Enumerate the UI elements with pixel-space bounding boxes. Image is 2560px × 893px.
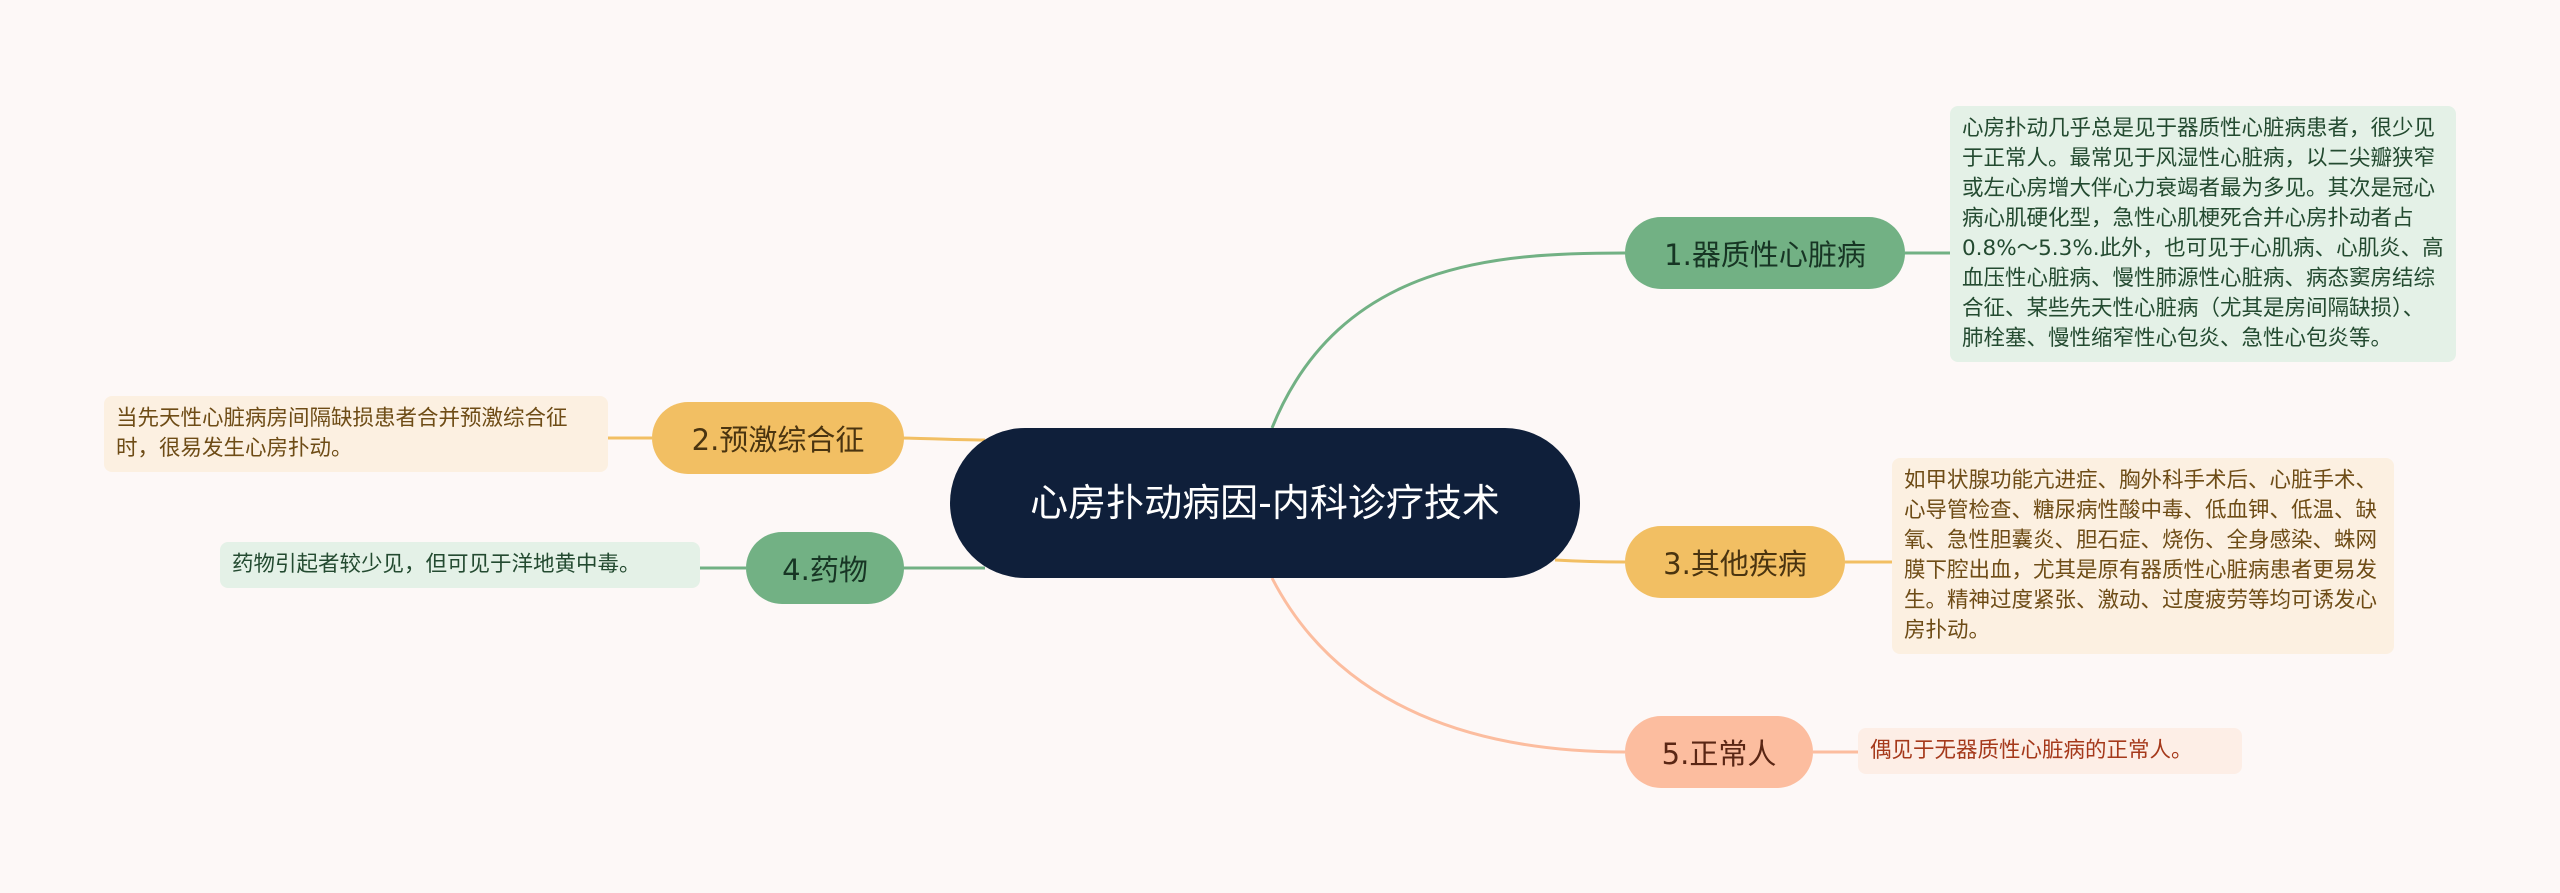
- note-other-diseases: 如甲状腺功能亢进症、胸外科手术后、心脏手术、心导管检查、糖尿病性酸中毒、低血钾、…: [1892, 458, 2394, 654]
- branch-other-diseases[interactable]: 3.其他疾病: [1625, 526, 1845, 598]
- branch-label: 5.正常人: [1661, 737, 1777, 771]
- branch-label: 4.药物: [782, 553, 868, 587]
- branch-drugs[interactable]: 4.药物: [746, 532, 904, 604]
- branch-label: 1.器质性心脏病: [1664, 238, 1866, 272]
- note-drugs: 药物引起者较少见，但可见于洋地黄中毒。: [220, 542, 700, 588]
- branch-label: 3.其他疾病: [1663, 547, 1807, 581]
- branch-normal-people[interactable]: 5.正常人: [1625, 716, 1813, 788]
- connector-root-b3: [1554, 558, 1626, 564]
- note-normal-people: 偶见于无器质性心脏病的正常人。: [1858, 728, 2242, 774]
- branch-preexcitation-syndrome[interactable]: 2.预激综合征: [652, 402, 904, 474]
- note-organic-heart-disease: 心房扑动几乎总是见于器质性心脏病患者，很少见于正常人。最常见于风湿性心脏病，以二…: [1950, 106, 2456, 362]
- root-topic-label: 心房扑动病因-内科诊疗技术: [1030, 481, 1500, 525]
- branch-label: 2.预激综合征: [691, 423, 865, 457]
- connector-root-b2: [899, 436, 986, 442]
- branch-organic-heart-disease[interactable]: 1.器质性心脏病: [1625, 217, 1905, 289]
- connector-root-b1: [1270, 251, 1626, 429]
- root-topic[interactable]: 心房扑动病因-内科诊疗技术: [950, 428, 1580, 578]
- connector-root-b5: [1270, 577, 1626, 754]
- note-preexcitation-syndrome: 当先天性心脏病房间隔缺损患者合并预激综合征时，很易发生心房扑动。: [104, 396, 608, 472]
